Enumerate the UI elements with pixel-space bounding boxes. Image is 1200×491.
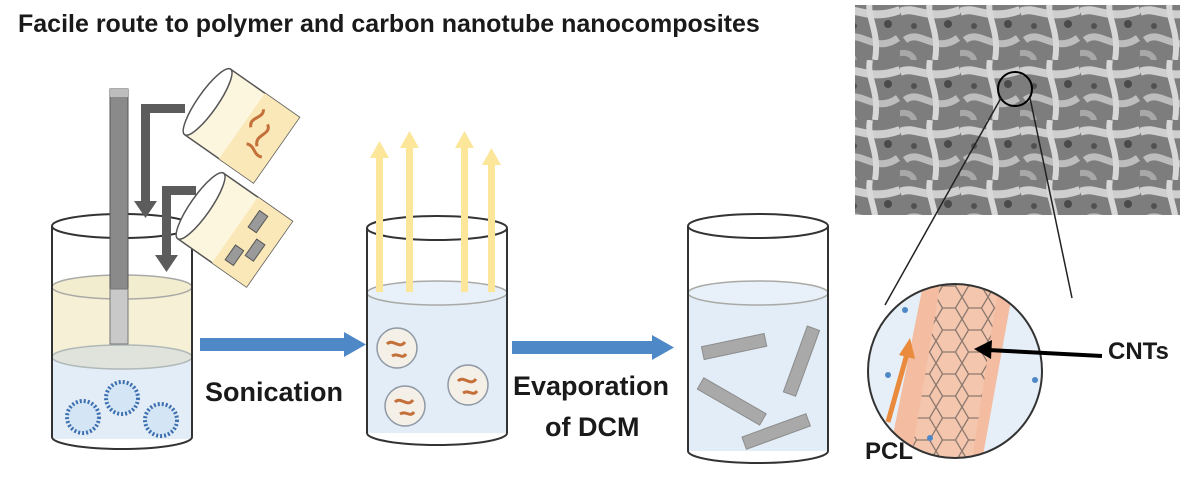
beaker-2	[366, 215, 508, 446]
zoom-line-right	[1029, 97, 1073, 299]
micelle-icon	[65, 380, 179, 438]
sonicator-probe-icon	[109, 88, 129, 345]
cnts-pointer-arrow	[974, 340, 1103, 359]
sem-micrograph-icon	[855, 5, 1180, 215]
process-arrow-1	[200, 332, 366, 357]
vapor-arrow-icon	[370, 131, 501, 292]
cnt-rod-icon	[696, 325, 821, 450]
polymer-micelle-icon	[376, 327, 489, 427]
cnts-label: CNTs	[1108, 338, 1169, 365]
pcl-label: PCL	[865, 438, 913, 465]
sonication-label: Sonication	[205, 377, 344, 407]
page-title: Facile route to polymer and carbon nanot…	[18, 10, 760, 38]
evaporation-label: Evaporation	[513, 371, 670, 401]
interface	[51, 344, 193, 370]
beaker-3	[687, 213, 829, 464]
dcm-label: of DCM	[545, 412, 640, 442]
pcl-pointer-arrow	[885, 338, 915, 423]
vial-cnt-icon	[175, 171, 294, 288]
process-arrow-2	[512, 335, 674, 360]
magnify-circle-icon	[867, 283, 1043, 459]
vial-polymer-icon	[182, 67, 301, 184]
pour-arrow-icon	[134, 104, 196, 272]
zoom-line-left	[884, 97, 1002, 306]
